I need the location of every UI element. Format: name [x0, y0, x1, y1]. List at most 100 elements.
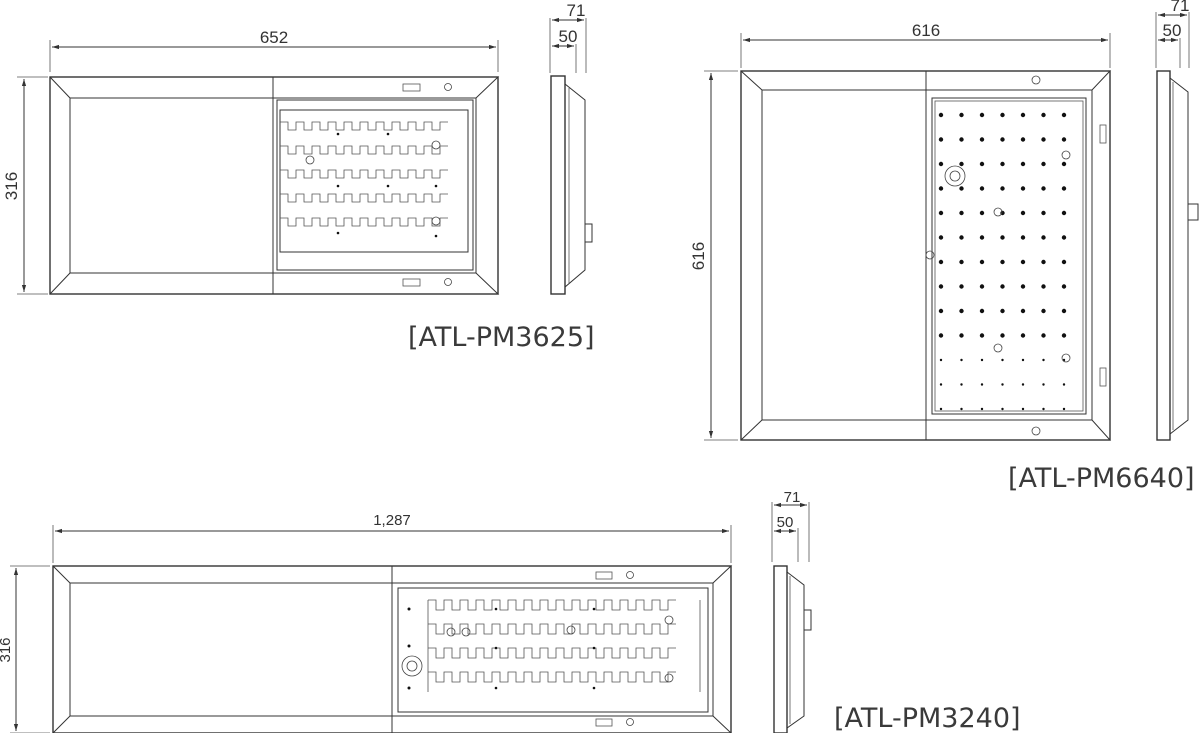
height-dim-label: 616	[689, 242, 708, 270]
led-dot	[938, 259, 944, 265]
side-view: 71 50	[549, 1, 593, 295]
front-view	[49, 76, 500, 295]
width-dimension: 652	[49, 28, 499, 72]
led-dot	[1061, 161, 1067, 167]
led-dot	[1020, 308, 1026, 314]
depth-outer-label: 71	[567, 1, 586, 20]
led-dot	[1000, 235, 1005, 240]
led-grid	[938, 112, 1067, 411]
led-dot	[1000, 186, 1005, 191]
led-dot	[1042, 383, 1045, 386]
led-dot	[959, 284, 964, 289]
led-dot	[1041, 112, 1046, 118]
led-dot	[1041, 308, 1046, 314]
front-view	[740, 70, 1112, 441]
led-dot	[938, 284, 944, 289]
led-dot	[959, 112, 964, 118]
led-dot	[1000, 333, 1005, 338]
led-dot	[959, 161, 964, 167]
led-dot	[1041, 161, 1046, 167]
height-dim-label: 316	[2, 172, 21, 200]
led-dot	[979, 112, 985, 118]
led-dot	[1042, 407, 1045, 411]
led-dot	[938, 137, 944, 142]
led-dot	[959, 137, 964, 142]
led-dot	[1000, 161, 1005, 167]
led-dot	[1061, 235, 1067, 240]
led-dot	[1041, 235, 1046, 240]
led-dot	[979, 161, 985, 167]
led-dot	[979, 235, 985, 240]
led-dot	[938, 235, 944, 240]
led-dot	[1061, 137, 1067, 142]
led-dot	[1041, 186, 1046, 191]
led-dot	[1061, 186, 1067, 191]
led-dot	[979, 284, 985, 289]
led-dot	[1020, 137, 1026, 142]
led-dot	[1000, 259, 1005, 265]
led-dot	[939, 407, 943, 411]
led-dot	[1041, 259, 1046, 265]
led-dot	[1001, 383, 1004, 386]
width-dimension: 1,287	[52, 512, 732, 563]
front-view	[52, 565, 733, 733]
depth-inner-label: 50	[1163, 21, 1182, 40]
height-dimension: 616	[689, 70, 738, 441]
model-label: [ATL-PM3625]	[408, 322, 595, 353]
height-dimension: 316	[0, 565, 50, 733]
side-view: 71 50	[1155, 0, 1199, 441]
height-dimension: 316	[2, 76, 48, 295]
led-dot	[938, 308, 944, 314]
depth-outer-label: 71	[1171, 0, 1190, 15]
led-dot	[1061, 112, 1067, 118]
led-dot	[1020, 259, 1026, 265]
led-dot	[1001, 407, 1004, 411]
led-dot	[1020, 186, 1026, 191]
led-dot	[938, 333, 944, 338]
width-dim-label: 616	[912, 21, 940, 40]
side-view: 71 50	[771, 489, 812, 733]
model-label: [ATL-PM3240]	[834, 703, 1021, 733]
drawing-atl-pm3240: 1,287 316	[0, 489, 1021, 733]
led-dot	[1061, 333, 1067, 338]
led-dot	[938, 186, 944, 191]
led-dot	[959, 235, 964, 240]
model-label: [ATL-PM6640]	[1008, 463, 1195, 494]
led-dot	[1020, 112, 1026, 118]
led-dot	[980, 358, 984, 362]
led-dot	[939, 358, 943, 362]
led-dot	[1041, 137, 1046, 142]
led-dot	[960, 407, 963, 411]
width-dim-label: 652	[260, 28, 288, 47]
led-dot	[1061, 259, 1067, 265]
led-dot	[979, 210, 985, 216]
led-dot	[939, 383, 943, 386]
led-dot	[1001, 358, 1004, 362]
led-dot	[979, 308, 985, 314]
led-dot	[1041, 210, 1046, 216]
led-dot	[1000, 137, 1005, 142]
led-dot	[1021, 383, 1025, 386]
led-dot	[1020, 333, 1026, 338]
led-dot	[959, 333, 964, 338]
led-dot	[979, 186, 985, 191]
led-dot	[1021, 407, 1025, 411]
led-dot	[1020, 284, 1026, 289]
led-dot	[1061, 308, 1067, 314]
led-dot	[1061, 284, 1067, 289]
height-dim-label: 316	[0, 637, 14, 662]
led-dot	[1000, 308, 1005, 314]
led-dot	[1061, 210, 1067, 216]
led-dot	[1000, 112, 1005, 118]
depth-inner-label: 50	[559, 27, 578, 46]
led-dot	[979, 259, 985, 265]
drawing-atl-pm6640: 616 616	[689, 0, 1199, 494]
led-dot	[938, 161, 944, 167]
led-dot	[959, 210, 964, 216]
led-dot	[959, 308, 964, 314]
led-dot	[979, 333, 985, 338]
led-dot	[1020, 235, 1026, 240]
led-dot	[980, 383, 984, 386]
led-dot	[1062, 383, 1066, 386]
drawing-atl-pm3625: 652 316	[2, 1, 595, 353]
